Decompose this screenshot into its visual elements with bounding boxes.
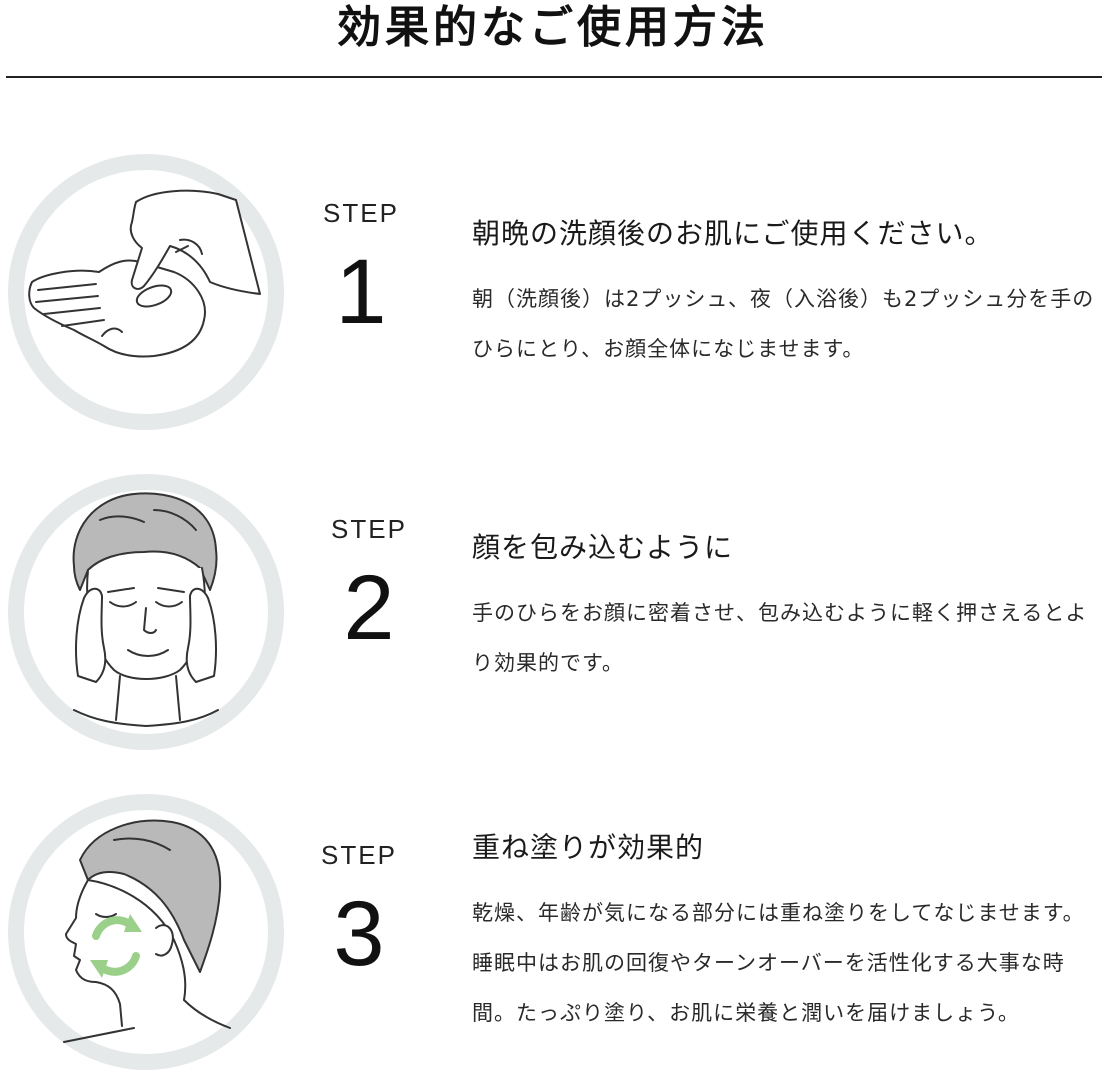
face-profile-icon bbox=[4, 790, 288, 1074]
step-3: STEP 3 重ね塗りが効果的 乾燥、年齢が気になる部分には重ね塗りをしてなじま… bbox=[0, 790, 1106, 1078]
step-label: STEP bbox=[321, 840, 397, 870]
step-description: 朝（洗顔後）は2プッシュ、夜（入浴後）も2プッシュ分を手のひらにとり、お顔全体に… bbox=[472, 287, 1095, 361]
step-description: 手のひらをお顔に密着させ、包み込むように軽く押さえるとより効果的です。 bbox=[472, 601, 1088, 675]
step-number: 3 bbox=[333, 883, 385, 985]
step-heading: 重ね塗りが効果的 bbox=[472, 831, 705, 864]
palm-pump-icon bbox=[4, 150, 288, 434]
step-number: 2 bbox=[343, 557, 395, 659]
step-heading: 朝晩の洗顔後のお肌にご使用ください。 bbox=[472, 217, 994, 250]
step-2: STEP 2 顔を包み込むように 手のひらをお顔に密着させ、包み込むように軽く押… bbox=[0, 470, 1106, 770]
face-hands-icon bbox=[4, 470, 288, 754]
page-title: 効果的なご使用方法 bbox=[337, 2, 769, 53]
step-description: 乾燥、年齢が気になる部分には重ね塗りをしてなじませます。睡眠中はお肌の回復やター… bbox=[472, 901, 1085, 1025]
step-label: STEP bbox=[331, 514, 407, 544]
step-heading: 顔を包み込むように bbox=[472, 531, 734, 564]
title-divider bbox=[6, 76, 1102, 78]
step-label: STEP bbox=[323, 198, 399, 228]
step-1: STEP 1 朝晩の洗顔後のお肌にご使用ください。 朝（洗顔後）は2プッシュ、夜… bbox=[0, 150, 1106, 450]
step-number: 1 bbox=[335, 241, 387, 343]
